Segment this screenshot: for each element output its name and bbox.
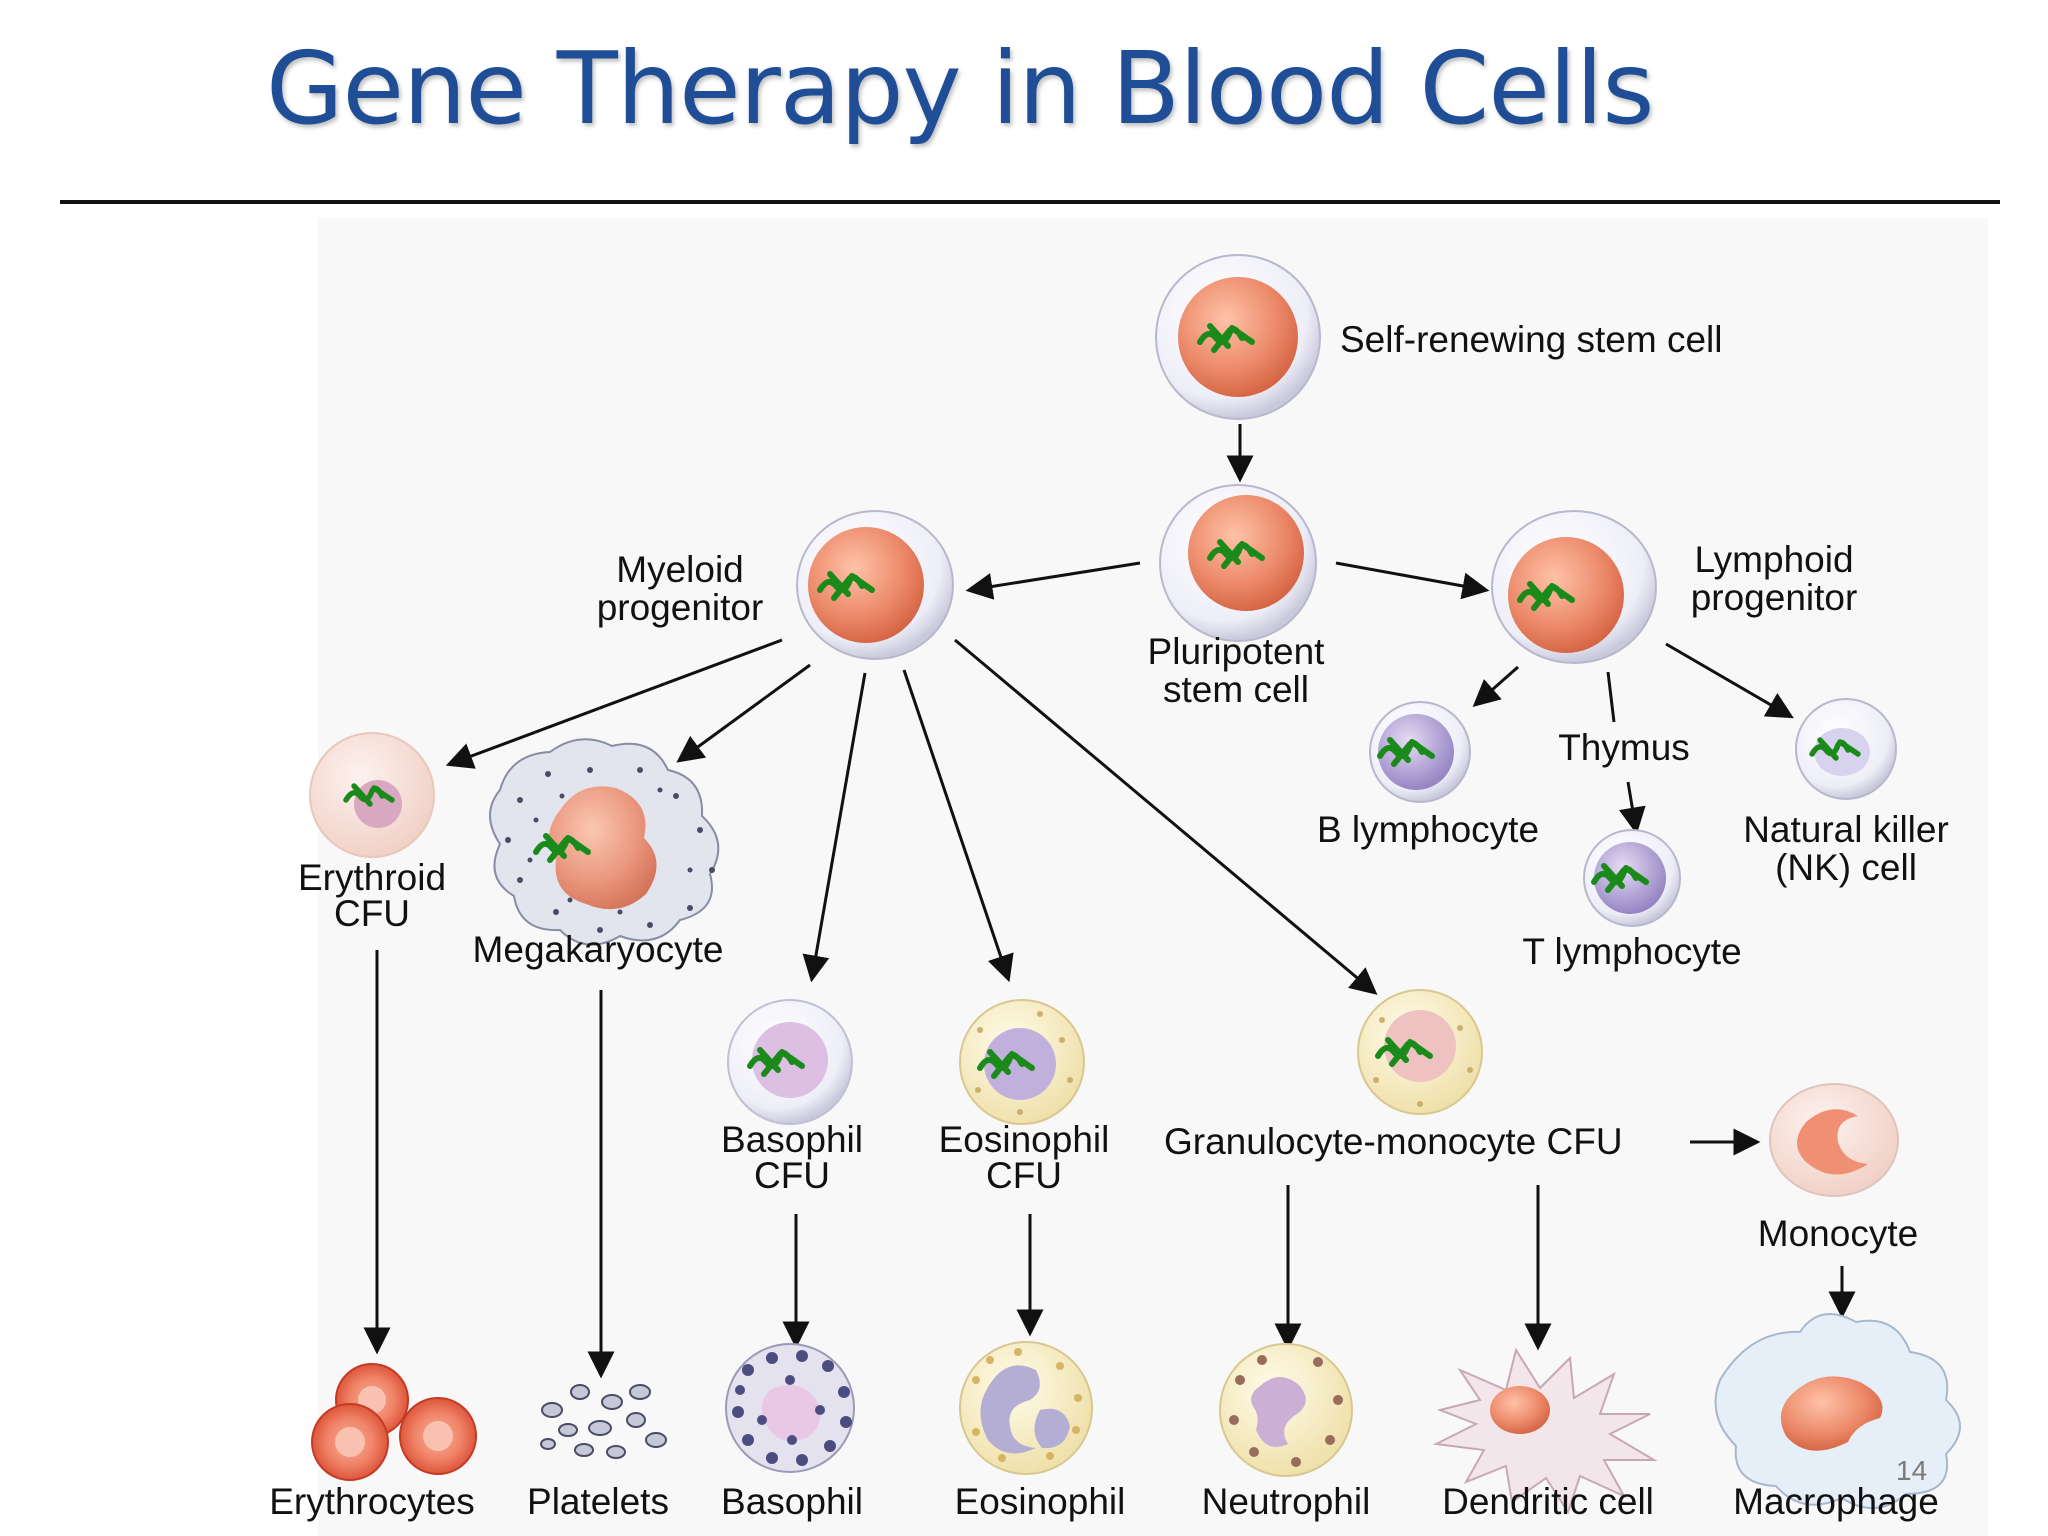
macrophage-cell bbox=[1714, 1313, 1961, 1510]
title-divider bbox=[60, 200, 2000, 204]
arrows bbox=[363, 424, 1856, 1379]
label-pluripotent-line2: stem cell bbox=[1163, 669, 1309, 710]
arrow-pluripotent-to-myeloid bbox=[965, 561, 1141, 600]
erythrocytes-cells bbox=[311, 1363, 477, 1481]
label-myeloid-line1: Myeloid bbox=[616, 549, 744, 590]
gene-marker-icon bbox=[1207, 539, 1265, 569]
self-renewing-stem-cell bbox=[1155, 254, 1321, 420]
label-pluripotent-line1: Pluripotent bbox=[1148, 631, 1326, 672]
label-macrophage: Macrophage bbox=[1733, 1481, 1939, 1522]
slide-title: Gene Therapy in Blood Cells bbox=[266, 30, 1655, 147]
label-eosinophil: Eosinophil bbox=[955, 1481, 1126, 1522]
arrow-thymus-to-t bbox=[1618, 781, 1646, 835]
arrow-lymphoid-to-b bbox=[1472, 665, 1519, 707]
arrow-pluripotent-to-lymphoid bbox=[1335, 561, 1490, 600]
granulocyte-monocyte-cfu-cell bbox=[1357, 989, 1483, 1115]
gene-marker-icon bbox=[1377, 737, 1435, 767]
basophil-cfu-cell bbox=[727, 999, 853, 1125]
eosinophil-cell bbox=[959, 1341, 1093, 1475]
label-erythroid-line1: Erythroid bbox=[298, 857, 446, 898]
label-lymphoid-line2: progenitor bbox=[1691, 577, 1858, 618]
label-monocyte: Monocyte bbox=[1758, 1213, 1918, 1254]
label-erythroid-line2: CFU bbox=[334, 893, 410, 934]
label-eosinophil-cfu-line2: CFU bbox=[986, 1155, 1062, 1196]
label-basophil: Basophil bbox=[721, 1481, 863, 1522]
platelets-cells bbox=[540, 1384, 667, 1459]
label-eosinophil-cfu-line1: Eosinophil bbox=[939, 1119, 1110, 1160]
arrow-myeloid-to-erythroid bbox=[445, 638, 783, 769]
monocyte-cell bbox=[1769, 1083, 1899, 1197]
label-thymus: Thymus bbox=[1558, 727, 1690, 768]
label-dendritic-cell: Dendritic cell bbox=[1442, 1481, 1654, 1522]
megakaryocyte-cell bbox=[489, 738, 720, 946]
myeloid-progenitor-cell bbox=[796, 510, 954, 660]
t-lymphocyte-cell bbox=[1583, 829, 1681, 927]
gene-marker-icon bbox=[747, 1047, 805, 1077]
gene-marker-icon bbox=[1517, 581, 1575, 611]
label-nk-line1: Natural killer bbox=[1743, 809, 1949, 850]
arrow-lymphoid-to-thymus bbox=[1606, 671, 1616, 723]
label-basophil-cfu-line1: Basophil bbox=[721, 1119, 863, 1160]
dendritic-cell bbox=[1432, 1347, 1658, 1515]
page-number: 14 bbox=[1896, 1455, 1928, 1486]
pluripotent-stem-cell bbox=[1159, 484, 1317, 642]
label-granulocyte-monocyte-cfu: Granulocyte-monocyte CFU bbox=[1164, 1121, 1623, 1162]
basophil-cell bbox=[725, 1343, 855, 1473]
label-platelets: Platelets bbox=[527, 1481, 669, 1522]
label-megakaryocyte: Megakaryocyte bbox=[473, 929, 724, 970]
arrow-myeloid-to-eosinophil-cfu bbox=[902, 669, 1014, 983]
label-lymphoid-line1: Lymphoid bbox=[1694, 539, 1853, 580]
label-t-lymphocyte: T lymphocyte bbox=[1522, 931, 1741, 972]
arrow-lymphoid-to-nk bbox=[1665, 642, 1794, 719]
gene-marker-icon bbox=[1197, 323, 1255, 353]
arrow-myeloid-to-gm-cfu bbox=[954, 638, 1378, 995]
gene-marker-icon bbox=[977, 1049, 1035, 1079]
neutrophil-cell bbox=[1219, 1343, 1353, 1477]
gene-marker-icon bbox=[343, 783, 395, 807]
label-self-renewing-stem-cell: Self-renewing stem cell bbox=[1340, 319, 1722, 360]
gene-marker-icon bbox=[1375, 1037, 1433, 1067]
gene-marker-icon bbox=[817, 571, 875, 601]
gene-marker-icon bbox=[1591, 863, 1649, 893]
label-neutrophil: Neutrophil bbox=[1202, 1481, 1371, 1522]
eosinophil-cfu-cell bbox=[959, 999, 1085, 1125]
arrow-myeloid-to-basophil-cfu bbox=[802, 672, 867, 983]
label-basophil-cfu-line2: CFU bbox=[754, 1155, 830, 1196]
labels: Self-renewing stem cell Pluripotent stem… bbox=[269, 319, 1949, 1522]
arrow-myeloid-to-megakaryocyte bbox=[676, 663, 811, 763]
lymphoid-progenitor-cell bbox=[1491, 510, 1657, 664]
erythroid-cfu-cell bbox=[309, 732, 435, 858]
label-erythrocytes: Erythrocytes bbox=[269, 1481, 475, 1522]
label-b-lymphocyte: B lymphocyte bbox=[1317, 809, 1539, 850]
label-nk-line2: (NK) cell bbox=[1775, 847, 1917, 888]
nk-cell bbox=[1795, 698, 1897, 800]
gene-marker-icon bbox=[533, 833, 591, 863]
b-lymphocyte-cell bbox=[1369, 701, 1471, 803]
gene-marker-icon bbox=[1809, 737, 1861, 761]
label-myeloid-line2: progenitor bbox=[597, 587, 764, 628]
